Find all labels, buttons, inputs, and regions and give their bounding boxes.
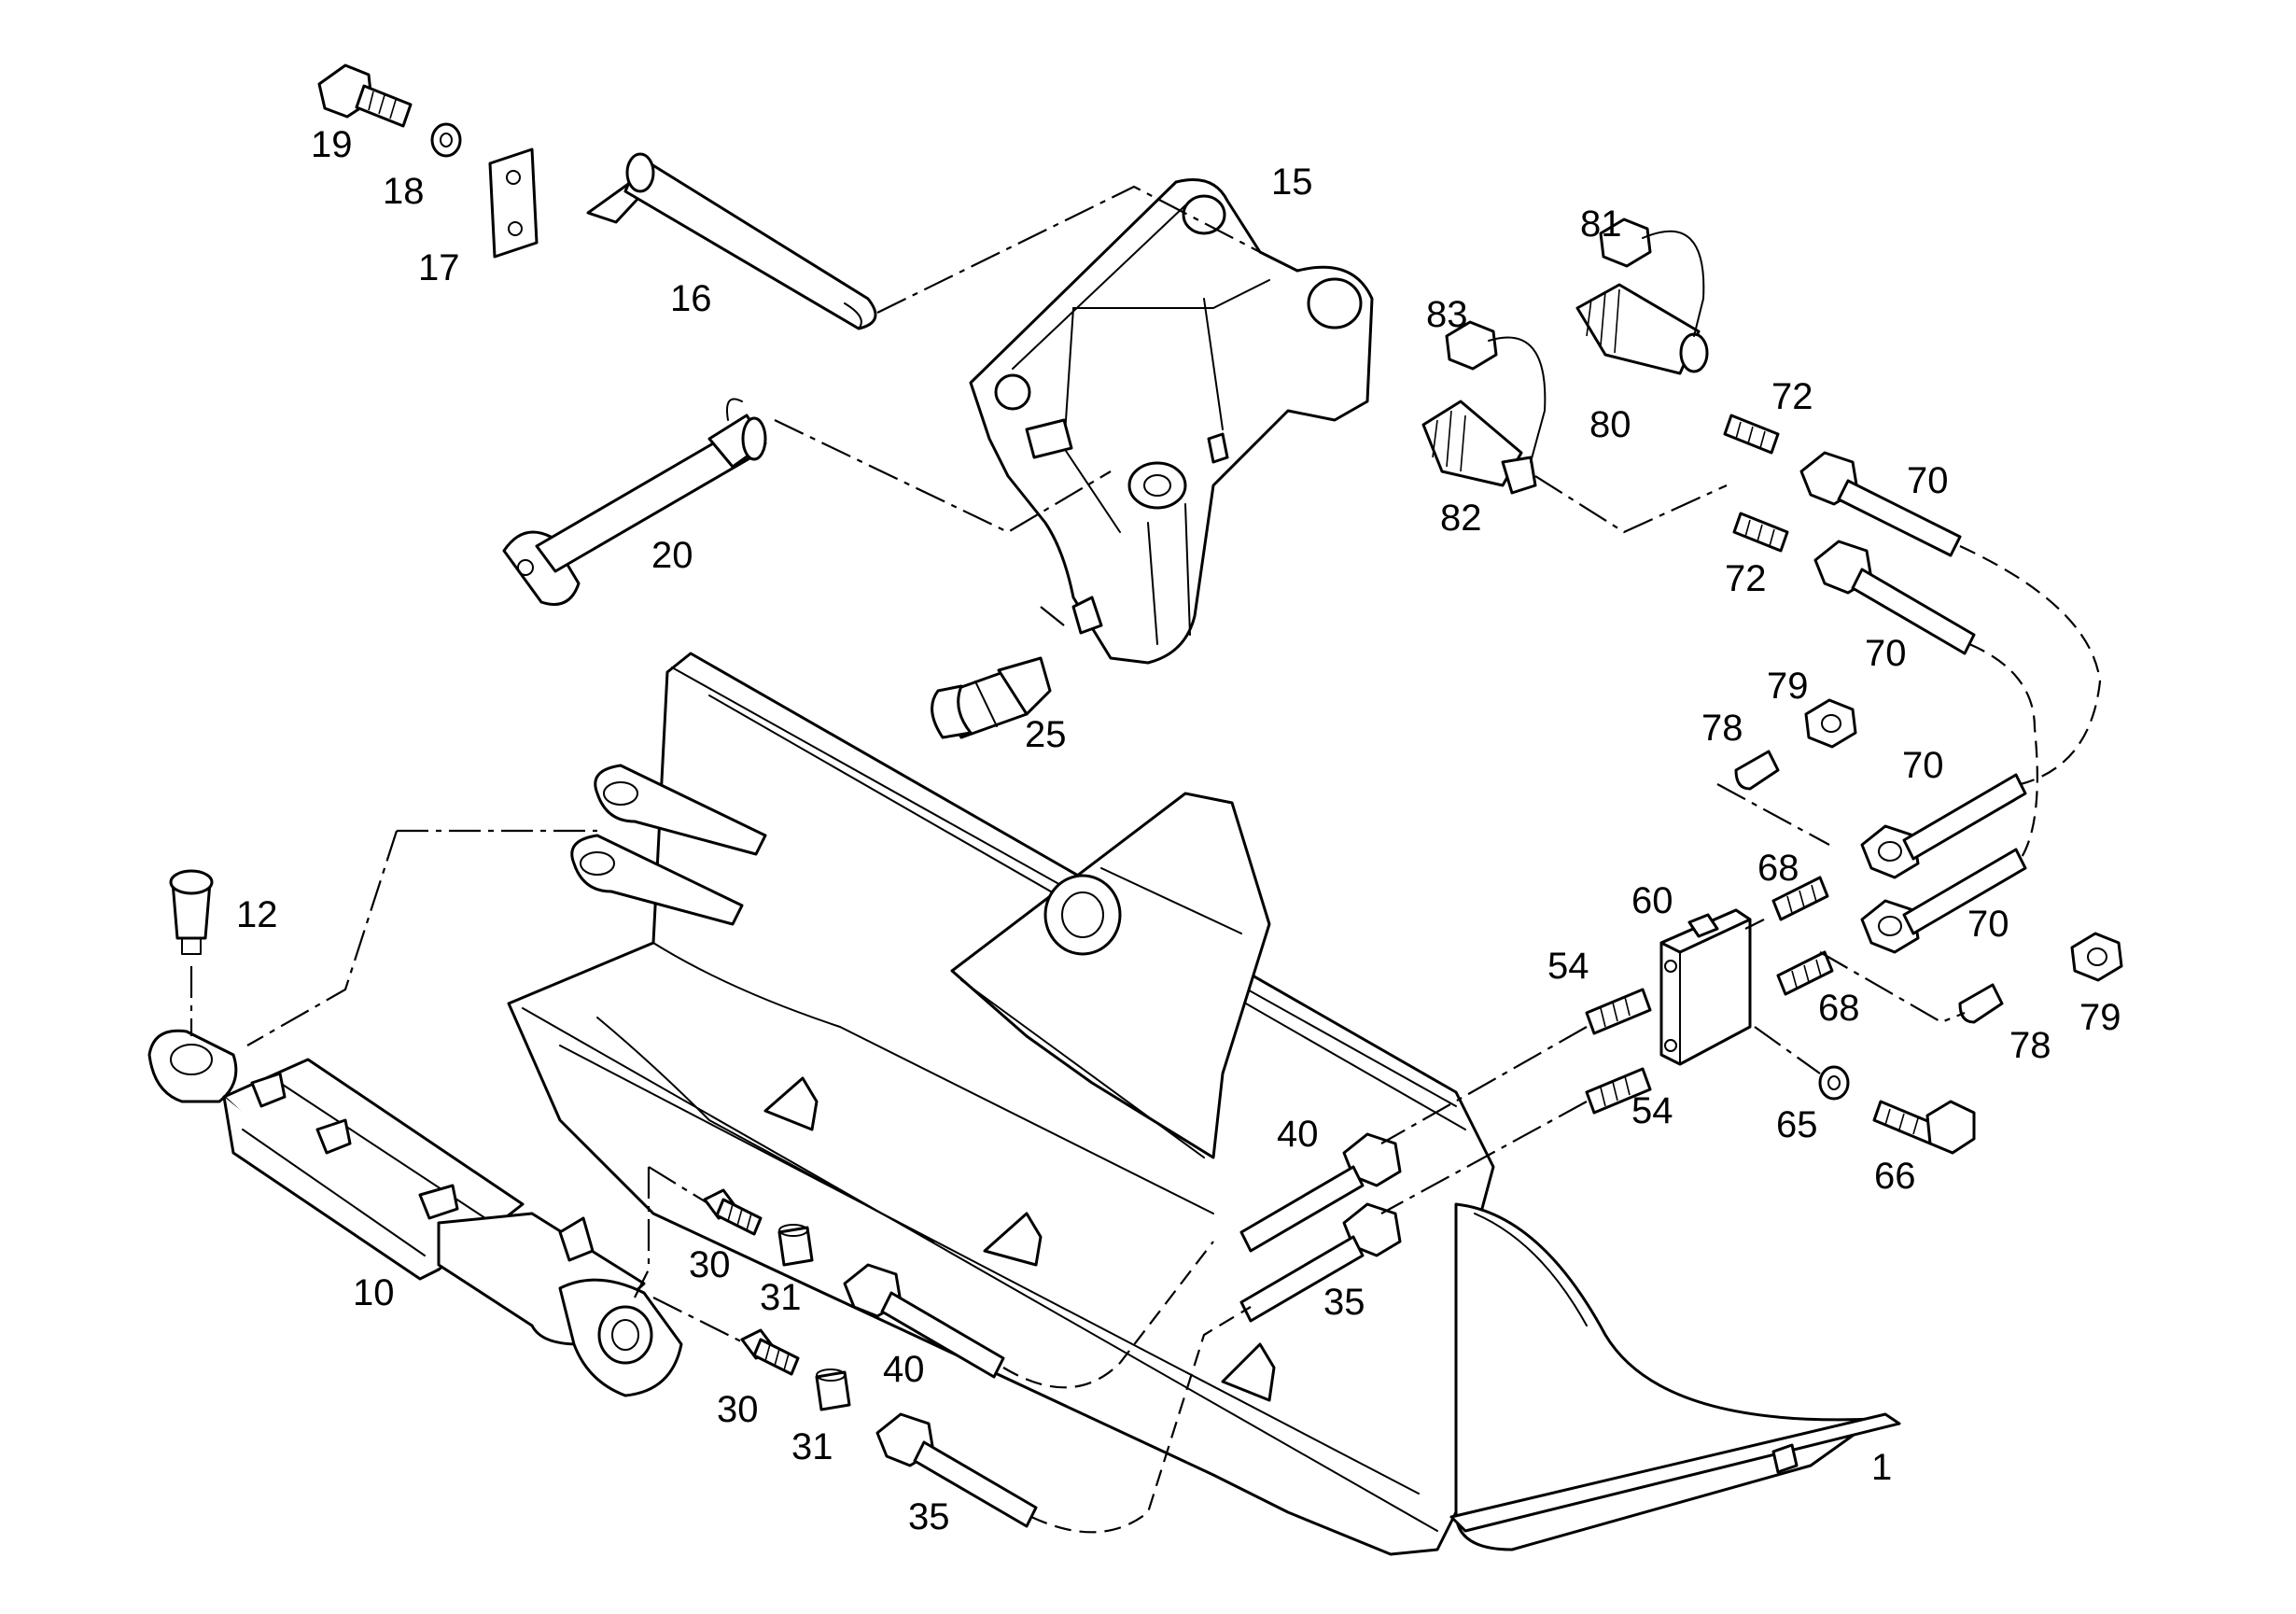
hose-35a bbox=[875, 1412, 1038, 1528]
label-20: 20 bbox=[651, 535, 693, 576]
label-31b: 31 bbox=[791, 1426, 833, 1467]
hose-40a bbox=[843, 1263, 1005, 1379]
hydraulic-cylinder bbox=[147, 1029, 683, 1397]
label-35b: 35 bbox=[1323, 1282, 1365, 1323]
label-79a: 79 bbox=[1767, 666, 1809, 707]
label-25: 25 bbox=[1025, 714, 1067, 755]
washer-18 bbox=[430, 122, 462, 158]
label-65: 65 bbox=[1776, 1104, 1818, 1145]
label-30b: 30 bbox=[717, 1389, 759, 1430]
label-80: 80 bbox=[1589, 404, 1631, 445]
label-15: 15 bbox=[1271, 161, 1313, 203]
label-31a: 31 bbox=[760, 1277, 802, 1318]
fitting-72b bbox=[1732, 512, 1789, 553]
coupling-82 bbox=[1421, 400, 1537, 495]
pin-25 bbox=[931, 656, 1052, 739]
cap-83 bbox=[1445, 320, 1547, 463]
fitting-68a bbox=[1771, 876, 1829, 921]
label-70c: 70 bbox=[1902, 745, 1944, 786]
label-70b: 70 bbox=[1865, 633, 1907, 674]
hose-40b bbox=[1239, 1132, 1402, 1253]
cap-81 bbox=[1599, 218, 1705, 337]
label-78b: 78 bbox=[2009, 1025, 2051, 1066]
hose-70d bbox=[1860, 848, 2027, 954]
nut-79b bbox=[2070, 932, 2123, 982]
label-60: 60 bbox=[1631, 880, 1673, 921]
label-82: 82 bbox=[1440, 498, 1482, 539]
quick-coupler bbox=[969, 178, 1374, 665]
fitting-30b bbox=[740, 1328, 800, 1376]
label-70d: 70 bbox=[1967, 904, 2009, 945]
coupling-80 bbox=[1575, 283, 1709, 375]
bucket bbox=[507, 652, 1901, 1556]
label-30a: 30 bbox=[689, 1244, 731, 1285]
valve-block-60 bbox=[1659, 908, 1752, 1066]
label-17: 17 bbox=[418, 247, 460, 288]
label-19: 19 bbox=[311, 124, 353, 165]
bolt-19 bbox=[317, 63, 413, 128]
leader-lines bbox=[189, 185, 1966, 1345]
grease-cap-12 bbox=[169, 869, 214, 955]
label-12: 12 bbox=[236, 894, 278, 935]
label-79b: 79 bbox=[2079, 997, 2121, 1038]
bolt-66 bbox=[1872, 1100, 1976, 1155]
label-54a: 54 bbox=[1547, 946, 1589, 987]
callout-labels: 1 10 12 15 16 17 18 19 20 25 30 30 31 31… bbox=[236, 124, 2121, 1537]
label-40b: 40 bbox=[1277, 1114, 1319, 1155]
label-70a: 70 bbox=[1907, 460, 1949, 501]
label-72a: 72 bbox=[1771, 376, 1813, 417]
fitting-54a bbox=[1585, 988, 1652, 1035]
fitting-68b bbox=[1776, 950, 1834, 996]
label-10: 10 bbox=[353, 1272, 395, 1313]
pin-16 bbox=[586, 152, 877, 330]
hose-routing-lines bbox=[1002, 545, 2102, 1534]
label-72b: 72 bbox=[1725, 558, 1767, 599]
plate-17 bbox=[488, 147, 539, 259]
plug-31a bbox=[777, 1224, 814, 1267]
fitting-54b bbox=[1585, 1067, 1652, 1115]
label-66: 66 bbox=[1874, 1156, 1916, 1197]
hose-70c bbox=[1860, 773, 2027, 879]
label-54b: 54 bbox=[1631, 1090, 1673, 1131]
hose-70a bbox=[1799, 451, 1962, 557]
cap-78a bbox=[1734, 750, 1780, 791]
label-83: 83 bbox=[1426, 294, 1468, 335]
hose-35b bbox=[1239, 1202, 1402, 1323]
label-16: 16 bbox=[670, 278, 712, 319]
fitting-72a bbox=[1723, 414, 1780, 455]
label-68a: 68 bbox=[1757, 848, 1799, 889]
label-78a: 78 bbox=[1701, 708, 1743, 749]
cap-78b bbox=[1958, 983, 2004, 1024]
label-35a: 35 bbox=[908, 1496, 950, 1537]
label-1: 1 bbox=[1871, 1447, 1892, 1488]
fitting-30a bbox=[703, 1188, 763, 1236]
label-81: 81 bbox=[1580, 204, 1622, 245]
label-40a: 40 bbox=[883, 1349, 925, 1390]
nut-79a bbox=[1804, 698, 1857, 749]
plug-31b bbox=[815, 1368, 851, 1411]
pin-20 bbox=[502, 398, 767, 606]
label-18: 18 bbox=[383, 171, 425, 212]
washer-65 bbox=[1818, 1065, 1850, 1101]
label-68b: 68 bbox=[1818, 988, 1860, 1029]
hose-70b bbox=[1813, 540, 1976, 655]
